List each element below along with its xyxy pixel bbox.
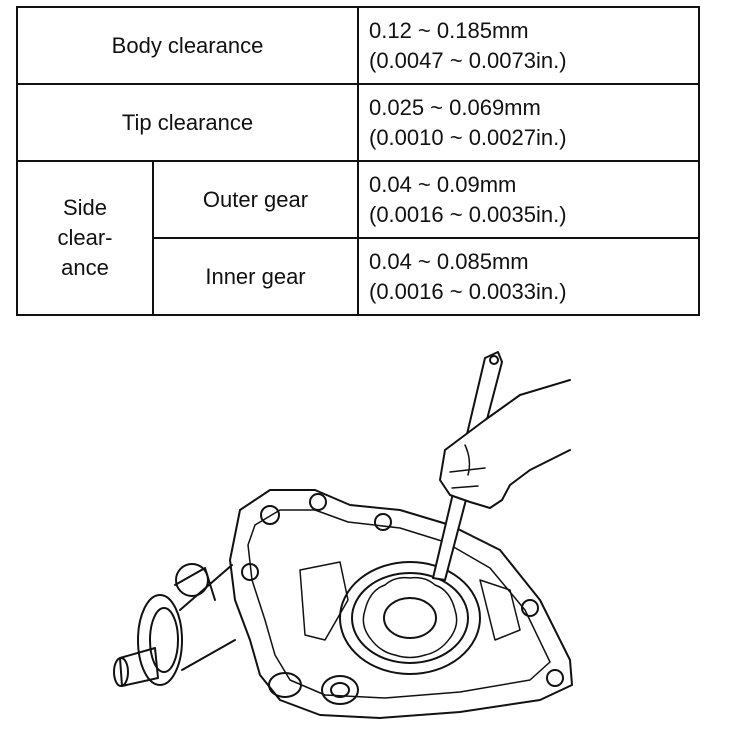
outer-gear-in: (0.0016 ~ 0.0035in.) (369, 201, 567, 227)
table-row-body-clearance: Body clearance 0.12 ~ 0.185mm (0.0047 ~ … (16, 6, 700, 85)
bolt-boss-1 (260, 505, 280, 525)
side-clearance-line-3: ance (61, 255, 109, 280)
body-clearance-in: (0.0047 ~ 0.0073in.) (369, 47, 567, 73)
inner-gear-in: (0.0016 ~ 0.0033in.) (369, 278, 567, 304)
outer-gear-housing (339, 561, 481, 675)
outer-gear-value: 0.04 ~ 0.09mm (0.0016 ~ 0.0035in.) (357, 160, 700, 239)
bolt-boss-3 (374, 513, 392, 531)
mount-arm (174, 564, 236, 671)
oil-pump-illustration (113, 351, 573, 719)
body-clearance-mm: 0.12 ~ 0.185mm (369, 17, 529, 43)
side-clearance-label: Side clear- ance (16, 160, 154, 316)
pulley-disc (137, 594, 183, 686)
hand-icon (439, 379, 571, 509)
side-clearance-line-1: Side (62, 195, 108, 220)
tip-clearance-mm: 0.025 ~ 0.069mm (369, 94, 541, 120)
table-row-side-outer: Side clear- ance Outer gear 0.04 ~ 0.09m… (16, 160, 700, 316)
pulley-hub (119, 647, 159, 687)
feeler-gauge-pivot (489, 355, 499, 365)
mount-ring (175, 563, 209, 597)
body-clearance-label: Body clearance (16, 6, 359, 85)
outer-gear-mm: 0.04 ~ 0.09mm (369, 171, 517, 197)
body-clearance-value: 0.12 ~ 0.185mm (0.0047 ~ 0.0073in.) (357, 6, 700, 85)
inner-gear-mm: 0.04 ~ 0.085mm (369, 248, 529, 274)
pulley-disc-inner (149, 607, 179, 673)
outer-gear-label: Outer gear (152, 160, 359, 239)
oil-passage (299, 561, 521, 641)
shaft-end (113, 657, 129, 687)
side-clearance-line-2: clear- (57, 225, 113, 250)
bolt-boss-4 (241, 563, 259, 581)
plug-boss (321, 675, 359, 705)
pump-body-outline (229, 489, 573, 719)
tip-clearance-label: Tip clearance (16, 83, 359, 162)
table-row-side-inner: Inner gear 0.04 ~ 0.085mm (0.0016 ~ 0.00… (17, 237, 700, 316)
plug-boss-inner (330, 682, 350, 698)
bolt-boss-2 (309, 493, 327, 511)
outer-gear-ring (351, 572, 469, 664)
inner-gear-bore (383, 597, 437, 639)
bolt-boss-5 (521, 599, 539, 617)
outer-gear-teeth (362, 576, 458, 659)
tip-clearance-in: (0.0010 ~ 0.0027in.) (369, 124, 567, 150)
inner-gear-value: 0.04 ~ 0.085mm (0.0016 ~ 0.0033in.) (357, 237, 700, 316)
table-row-tip-clearance: Tip clearance 0.025 ~ 0.069mm (0.0010 ~ … (16, 83, 700, 162)
relief-valve-boss (268, 672, 302, 698)
pump-body-inner-ridge (247, 509, 551, 699)
clearance-spec-table: Body clearance 0.12 ~ 0.185mm (0.0047 ~ … (16, 6, 700, 316)
inner-gear-label: Inner gear (152, 237, 359, 316)
hand-fingers (449, 444, 486, 489)
bolt-boss-6 (546, 669, 564, 687)
tip-clearance-value: 0.025 ~ 0.069mm (0.0010 ~ 0.0027in.) (357, 83, 700, 162)
